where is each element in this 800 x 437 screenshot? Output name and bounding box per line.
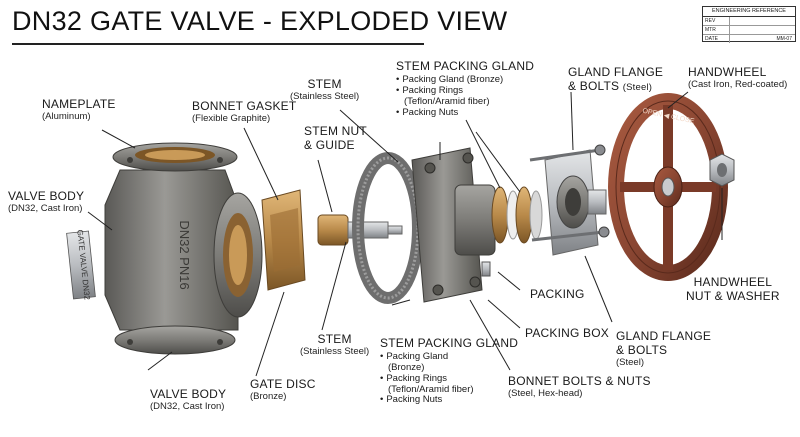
list-item: Packing Rings(Teflon/Aramid fiber) (380, 373, 518, 396)
label-packing-box: PACKING BOX (525, 326, 609, 341)
leader-handwheel (667, 91, 689, 109)
reference-key: REV (703, 17, 730, 25)
label-heading: PACKING (530, 287, 585, 301)
leader-gland-flange-bottom (584, 255, 613, 323)
reference-key: MTR (703, 26, 730, 34)
bonnet-packing-box (411, 147, 496, 303)
list-item: Packing Rings(Teflon/Aramid fiber) (396, 85, 534, 108)
label-heading: VALVE BODY (150, 387, 227, 401)
gland-flange (529, 144, 610, 256)
label-heading: PACKING BOX (525, 326, 609, 340)
reference-value: MM-07 (776, 36, 792, 42)
label-heading-2: & BOLTS (616, 342, 668, 357)
label-heading: VALVE BODY (8, 189, 85, 203)
label-heading: STEM (317, 332, 352, 346)
page-title: DN32 GATE VALVE - EXPLODED VIEW (12, 6, 508, 36)
engineering-reference-block: ENGINEERING REFERENCE REV MTR DATE MM-07 (702, 6, 796, 43)
reference-title: ENGINEERING REFERENCE (703, 7, 795, 17)
label-heading: GLAND FLANGE (568, 65, 664, 79)
leader-lines (87, 91, 723, 377)
label-sub: (Steel, Hex-head) (508, 387, 583, 399)
label-heading: HANDWHEEL (693, 275, 773, 289)
label-heading: STEM PACKING GLAND (396, 59, 535, 73)
label-nameplate: NAMEPLATE (Aluminum) (42, 97, 116, 123)
label-sub: (DN32, Cast Iron) (150, 400, 225, 412)
label-heading: HANDWHEEL (688, 65, 767, 79)
label-sub: (Flexible Graphite) (192, 112, 271, 124)
reference-row: MTR (703, 26, 795, 35)
list-item: Packing Gland (Bronze) (396, 74, 534, 86)
label-heading-2: & BOLTS (Steel) (568, 78, 653, 93)
label-bonnet-gasket: BONNET GASKET (Flexible Graphite) (192, 99, 297, 125)
label-heading: STEM (307, 77, 342, 91)
label-heading: STEM PACKING GLAND (380, 336, 519, 350)
title-underline (12, 43, 424, 45)
handwheel-nut (709, 153, 735, 187)
label-handwheel-nut: HANDWHEEL NUT & WASHER (686, 275, 780, 304)
label-heading: GLAND FLANGE (616, 329, 712, 343)
body-cast-text: DN32 PN16 (177, 220, 192, 289)
leader-gate-disc (255, 291, 285, 377)
label-stem-nut-guide: STEM NUT & GUIDE (304, 124, 367, 153)
label-handwheel: HANDWHEEL (Cast Iron, Red-coated) (688, 65, 788, 91)
leader-packing-gland-bottom (391, 299, 411, 306)
label-heading-2: NUT & WASHER (686, 288, 780, 303)
leader-stem-bottom (321, 241, 347, 331)
leader-valve-body-bottom (147, 351, 173, 371)
packing-gland-bottom-list: Packing Gland(Bronze) Packing Rings(Tefl… (380, 351, 518, 407)
leader-nameplate (101, 129, 136, 149)
handwheel: OPEN ◀ CLOSE (608, 93, 728, 281)
label-sub: (Bronze) (250, 390, 287, 402)
gate-disc (261, 189, 306, 291)
reference-row: DATE MM-07 (703, 35, 795, 43)
list-item: Packing Nuts (396, 107, 534, 119)
label-valve-body-bottom: VALVE BODY (DN32, Cast Iron) (150, 387, 227, 413)
reference-row: REV (703, 17, 795, 26)
label-heading: BONNET GASKET (192, 99, 297, 113)
label-valve-body-left: VALVE BODY (DN32, Cast Iron) (8, 189, 85, 215)
leader-packing-gland-top-3 (475, 131, 521, 193)
leader-gland-flange-top (570, 91, 574, 151)
packing-gland-top-list: Packing Gland (Bronze) Packing Rings(Tef… (396, 74, 534, 119)
leader-packing-box (487, 299, 521, 329)
reference-key: DATE (703, 35, 730, 43)
leader-packing-gland-top-2 (465, 119, 501, 189)
label-gland-flange-bottom: GLAND FLANGE & BOLTS (Steel) (616, 329, 712, 369)
label-heading-2: & GUIDE (304, 137, 355, 152)
label-stem-top: STEM (Stainless Steel) (290, 77, 360, 103)
label-sub: (Steel) (616, 356, 644, 368)
leader-stem-top (339, 109, 399, 163)
label-gate-disc: GATE DISC (Bronze) (250, 377, 316, 403)
leader-valve-body-left (87, 211, 113, 231)
list-item: Packing Gland(Bronze) (380, 351, 518, 374)
label-sub: (DN32, Cast Iron) (8, 202, 83, 214)
nameplate: GATE VALVE DN32 (66, 229, 96, 301)
label-sub: (Aluminum) (42, 110, 91, 122)
leader-stem-nut (317, 159, 333, 213)
label-packing-gland-top: STEM PACKING GLAND Packing Gland (Bronze… (396, 59, 535, 119)
leader-bonnet-gasket (243, 127, 279, 201)
label-sub: (Stainless Steel) (300, 345, 370, 357)
label-gland-flange-top: GLAND FLANGE & BOLTS (Steel) (568, 65, 664, 94)
label-packing: PACKING (530, 287, 585, 302)
valve-body: DN32 PN16 (104, 142, 263, 355)
label-packing-gland-bottom: STEM PACKING GLAND Packing Gland(Bronze)… (380, 336, 519, 407)
label-heading: STEM NUT (304, 124, 367, 138)
label-heading: NAMEPLATE (42, 97, 116, 111)
list-item: Packing Nuts (380, 395, 518, 406)
packing-rings (491, 186, 543, 244)
label-heading: GATE DISC (250, 377, 316, 391)
label-bonnet-bolts: BONNET BOLTS & NUTS (Steel, Hex-head) (508, 374, 651, 400)
label-sub: (Stainless Steel) (290, 90, 360, 102)
leader-packing (497, 271, 521, 291)
label-heading: BONNET BOLTS & NUTS (508, 374, 651, 388)
label-sub: (Cast Iron, Red-coated) (688, 78, 788, 90)
label-stem-bottom: STEM (Stainless Steel) (300, 332, 370, 358)
